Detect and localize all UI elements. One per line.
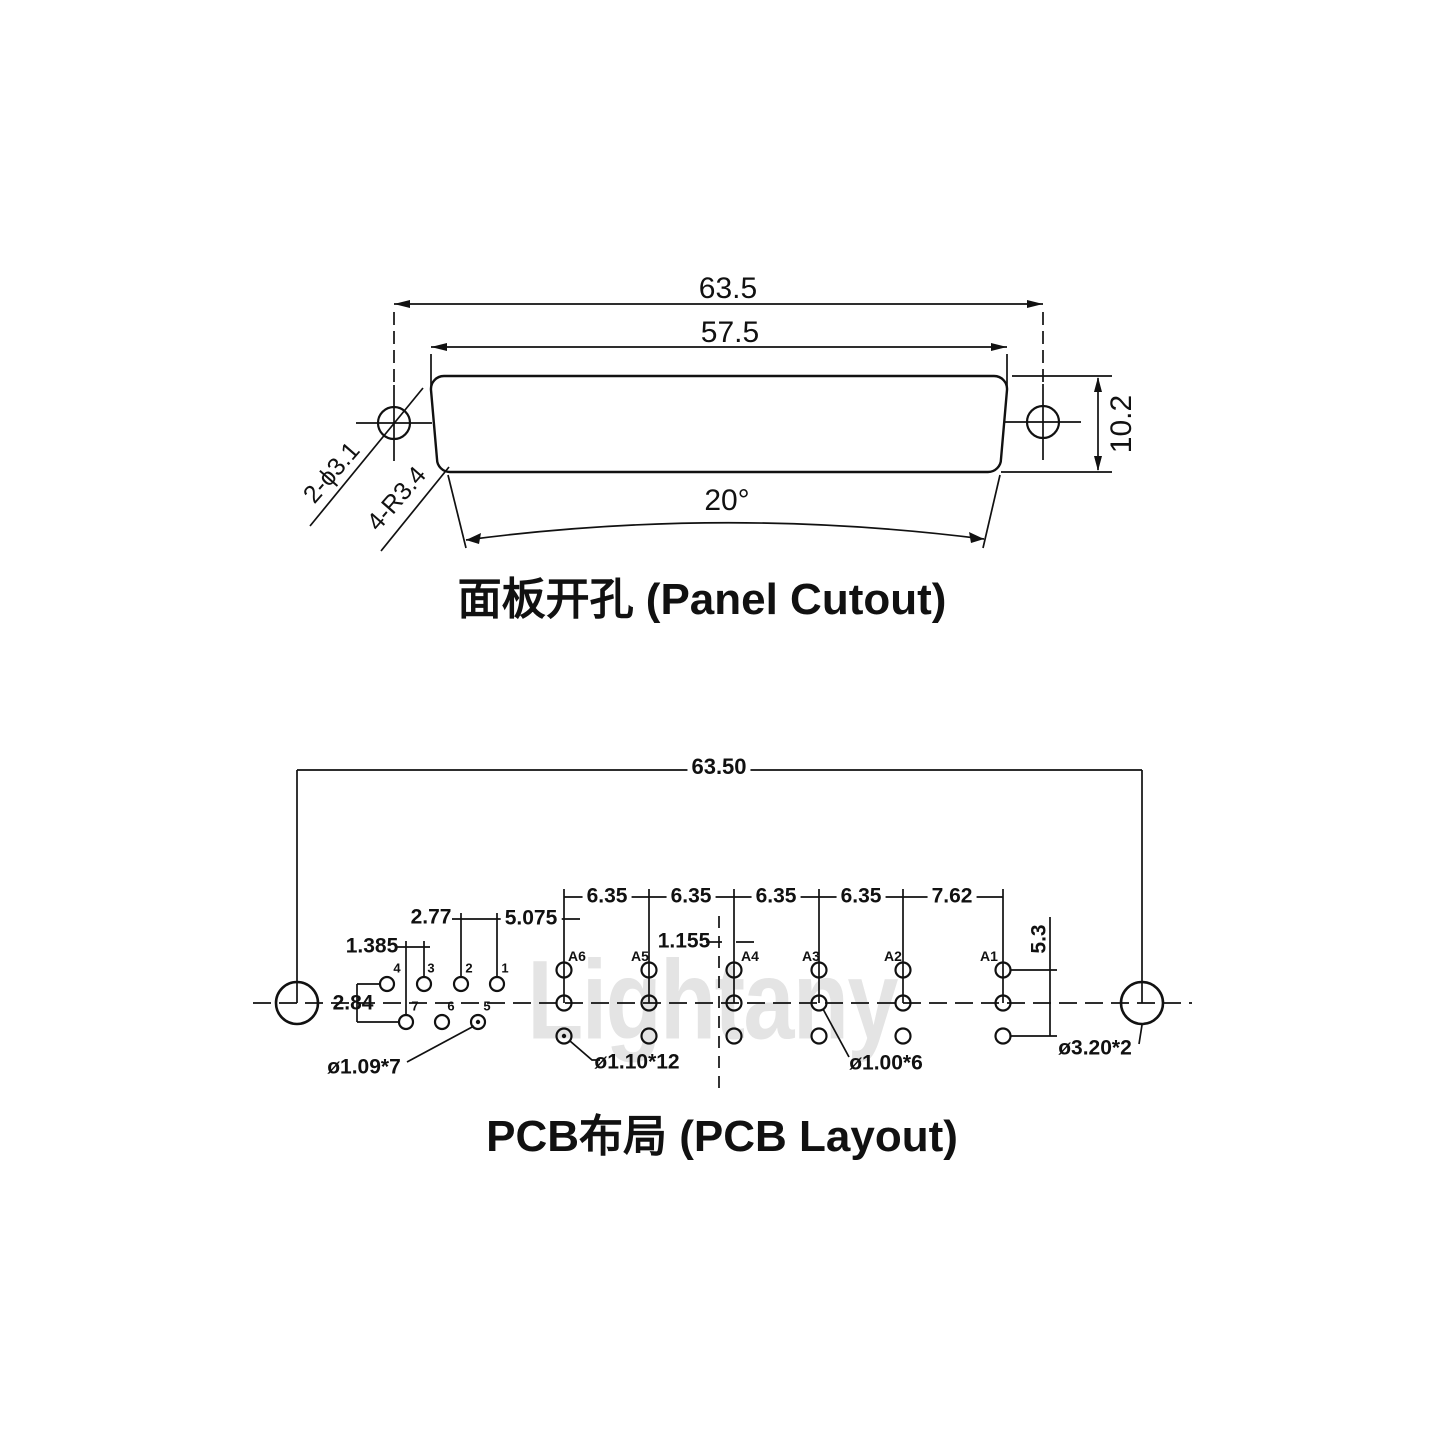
coax-label-a3: A3	[802, 948, 820, 964]
dim-pitch-4: 6.35	[836, 885, 886, 907]
callout-coax-center-holes: ø1.00*6	[849, 1051, 923, 1075]
watermark: Lightany	[527, 937, 898, 1063]
pin-label-1: 1	[501, 960, 509, 976]
callout-signal-holes: ø1.09*7	[327, 1055, 401, 1079]
pcb-signal-holes	[378, 975, 506, 1031]
panel-dimension-arrows	[394, 300, 1102, 544]
pcb-mount-holes	[274, 980, 1165, 1026]
pcb-dimension-lines	[253, 769, 1192, 1092]
dim-cutout-height: 10.2	[1105, 394, 1138, 454]
pcb-layout-title: PCB布局 (PCB Layout)	[486, 1112, 958, 1161]
dim-pitch-5: 7.62	[927, 885, 977, 907]
panel-cutout-title: 面板开孔 (Panel Cutout)	[457, 575, 947, 624]
coax-label-a1: A1	[980, 948, 998, 964]
dim-angle: 20°	[704, 484, 750, 517]
pin-label-5: 5	[483, 998, 491, 1014]
dim-cutout-width: 57.5	[700, 316, 760, 349]
dim-outer-width: 63.5	[698, 272, 758, 305]
panel-dimension-lines	[309, 303, 1112, 552]
coax-label-a2: A2	[884, 948, 902, 964]
dim-mount-span: 63.50	[687, 756, 751, 778]
callout-pcb-mount-holes: ø3.20*2	[1058, 1036, 1132, 1060]
pin-label-6: 6	[447, 998, 455, 1014]
pin-label-3: 3	[427, 960, 435, 976]
pin-label-2: 2	[465, 960, 473, 976]
pcb-coax-holes	[555, 961, 1012, 1045]
dim-pin-pitch: 2.77	[410, 905, 452, 929]
callout-coax-outer-holes: ø1.10*12	[594, 1050, 680, 1074]
coax-label-a6: A6	[568, 948, 586, 964]
leader-target-dots	[475, 1019, 567, 1039]
dim-pin-row-gap: 2.84	[332, 991, 374, 1015]
coax-label-a4: A4	[741, 948, 759, 964]
dim-center-offset: 1.155	[657, 929, 711, 953]
panel-mount-holes	[356, 384, 1081, 461]
dim-pin1-to-a6: 5.075	[500, 907, 562, 929]
dim-row-span: 5.3	[1027, 924, 1051, 954]
dim-pitch-1: 6.35	[582, 885, 632, 907]
pin-label-4: 4	[393, 960, 401, 976]
dim-pitch-3: 6.35	[751, 885, 801, 907]
panel-cutout-outline	[429, 374, 1009, 474]
dim-pin-half-pitch: 1.385	[345, 934, 399, 958]
dim-pitch-2: 6.35	[666, 885, 716, 907]
pin-label-7: 7	[411, 998, 419, 1014]
coax-label-a5: A5	[631, 948, 649, 964]
